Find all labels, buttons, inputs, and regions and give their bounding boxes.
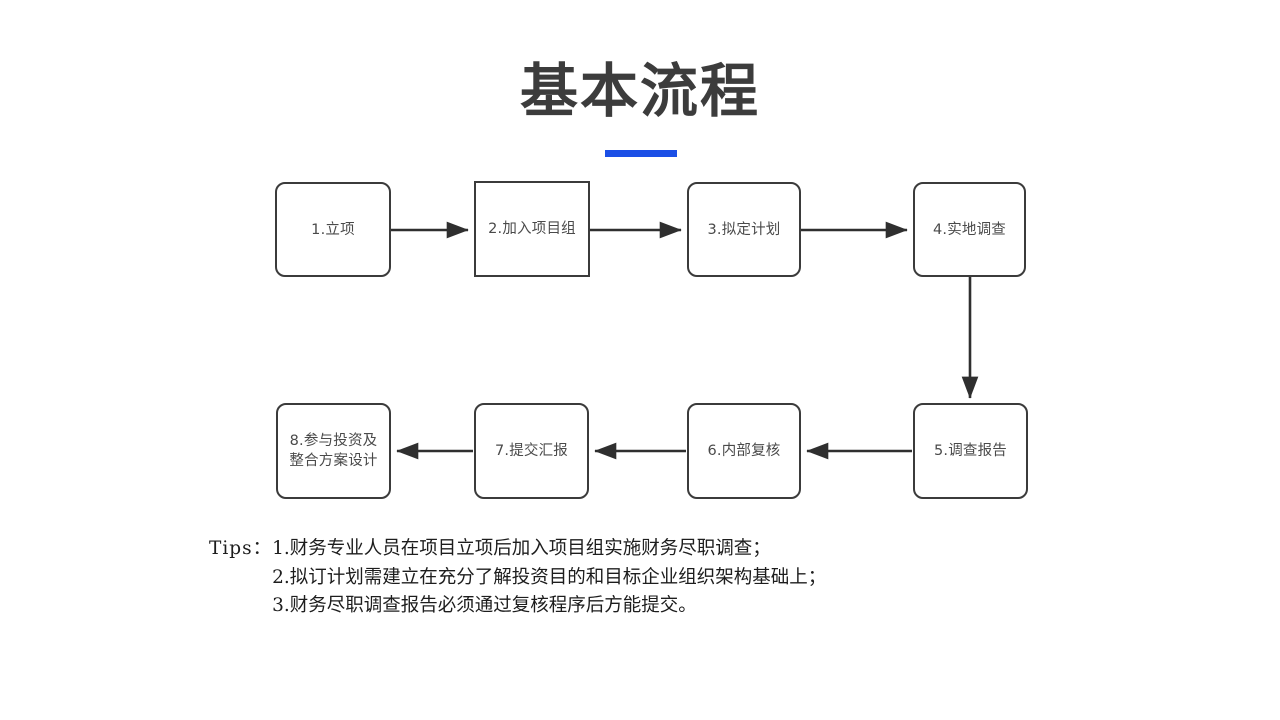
flow-node-5[interactable]: 5.调查报告	[913, 403, 1028, 499]
flow-node-1-label: 1.立项	[311, 221, 355, 238]
page-title: 基本流程	[519, 57, 760, 125]
flow-node-4[interactable]: 4.实地调查	[913, 182, 1026, 277]
tips-item: 1.财务专业人员在项目立项后加入项目组实施财务尽职调查；	[272, 538, 771, 559]
tips-item: 3.财务尽职调查报告必须通过复核程序后方能提交。	[272, 595, 697, 617]
tips-item: 2.拟订计划需建立在充分了解投资目的和目标企业组织架构基础上；	[272, 566, 827, 588]
tips-label: Tips：	[209, 538, 273, 559]
flow-node-1[interactable]: 1.立项	[275, 182, 391, 277]
flow-node-5-label: 5.调查报告	[933, 443, 1008, 459]
flow-node-6-label: 6.内部复核	[707, 443, 781, 459]
flow-node-8-label: 8.参与投资及 整合方案设计	[289, 433, 378, 469]
flow-node-7[interactable]: 7.提交汇报	[474, 403, 589, 499]
title-underline-accent	[605, 150, 677, 157]
flow-node-8[interactable]: 8.参与投资及 整合方案设计	[276, 403, 391, 499]
title-block: 基本流程	[0, 58, 1280, 125]
flow-node-6[interactable]: 6.内部复核	[687, 403, 801, 499]
tips-list: 1.财务专业人员在项目立项后加入项目组实施财务尽职调查； 2.拟订计划需建立在充…	[272, 535, 826, 621]
flow-node-4-label: 4.实地调查	[932, 221, 1007, 238]
flow-node-3-label: 3.拟定计划	[707, 221, 781, 238]
tips-block: Tips： 1.财务专业人员在项目立项后加入项目组实施财务尽职调查； 2.拟订计…	[209, 535, 826, 621]
flow-node-7-label: 7.提交汇报	[494, 443, 569, 459]
flow-node-2-label: 2.加入项目组	[488, 221, 576, 237]
flow-node-2[interactable]: 2.加入项目组	[474, 181, 590, 277]
flow-node-3[interactable]: 3.拟定计划	[687, 182, 801, 277]
